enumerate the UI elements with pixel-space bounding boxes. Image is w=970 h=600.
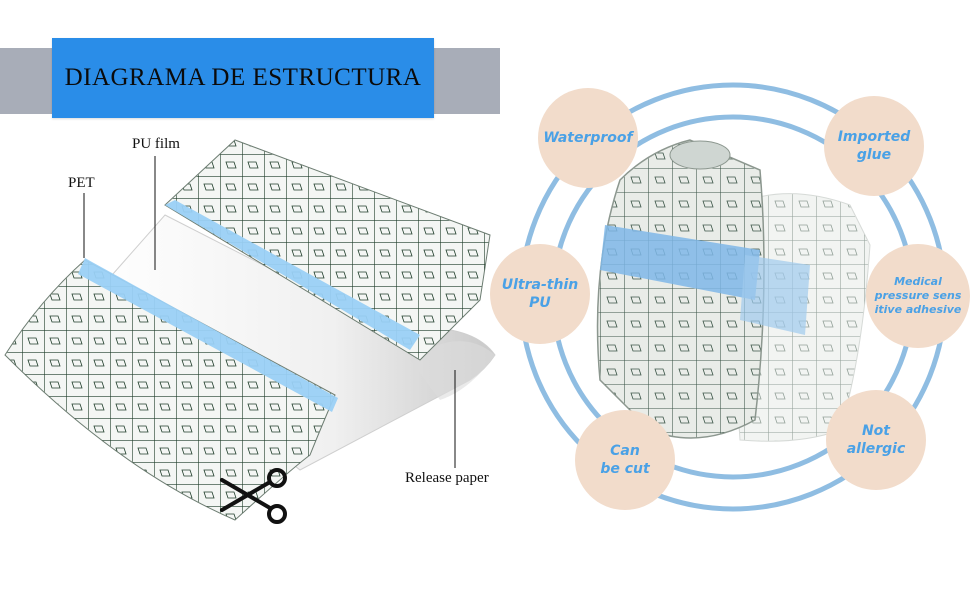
feature-waterproof-text: Waterproof [543,129,633,146]
pet-label: PET [68,175,95,191]
back-gridded-sheet [164,139,491,361]
feature-can-be-cut-text: Can be cut [600,442,650,477]
release-paper-label: Release paper [405,470,489,486]
feature-not-allergic-text: Not allergic [846,422,906,457]
scissors-icon [220,468,287,524]
feature-medical-adhesive-text: Medical pressure sens itive adhesive [874,274,962,317]
feature-ultra-thin-pu-text: Ultra-thin PU [501,276,579,311]
title-banner: DIAGRAMA DE ESTRUCTURA [0,0,500,120]
feature-imported-glue-text: Imported glue [837,128,911,163]
front-gridded-sheet [4,258,338,521]
pu-film-label: PU film [132,136,180,152]
page-title: DIAGRAMA DE ESTRUCTURA [64,64,422,91]
feature-not-allergic: Not allergic [826,390,926,490]
tape-roll-image [596,139,871,442]
feature-ultra-thin-pu: Ultra-thin PU [490,244,590,344]
feature-imported-glue: Imported glue [824,96,924,196]
feature-waterproof: Waterproof [538,88,638,188]
title-blue-box [52,38,434,118]
feature-can-be-cut: Can be cut [575,410,675,510]
feature-medical-adhesive: Medical pressure sens itive adhesive [866,244,970,348]
